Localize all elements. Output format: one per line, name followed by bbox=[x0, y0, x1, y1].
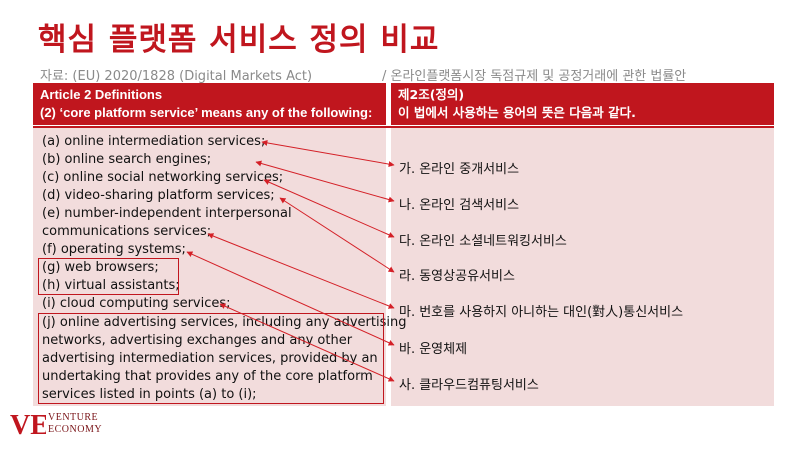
eu-item-b: (b) online search engines; bbox=[42, 152, 212, 167]
eu-item-i: (i) cloud computing services; bbox=[42, 296, 231, 311]
logo-mark: VE bbox=[10, 410, 46, 441]
highlight-box-gh bbox=[38, 258, 179, 295]
logo-line1: VENTURE bbox=[48, 412, 99, 423]
arrow-a-ga bbox=[261, 139, 395, 168]
eu-item-c: (c) online social networking services; bbox=[42, 170, 284, 185]
eu-item-a: (a) online intermediation services; bbox=[42, 134, 266, 149]
eu-item-f: (f) operating systems; bbox=[42, 242, 186, 257]
arrow-f-ba bbox=[186, 251, 395, 346]
source-citation-eu: 자료: (EU) 2020/1828 (Digital Markets Act) bbox=[40, 69, 313, 84]
arrow-e-ma bbox=[207, 233, 395, 309]
header-korea-article: 제2조(정의) 이 법에서 사용하는 용어의 뜻은 다음과 같다. bbox=[391, 83, 774, 125]
korea-item-sa: 사. 클라우드컴퓨팅서비스 bbox=[399, 378, 539, 393]
header-divider bbox=[33, 126, 774, 128]
korea-item-ga: 가. 온라인 중개서비스 bbox=[399, 162, 520, 177]
arrow-b-na bbox=[255, 160, 395, 203]
eu-item-d: (d) video-sharing platform services; bbox=[42, 188, 275, 203]
logo-wordmark: VENTURE ECONOMY bbox=[48, 412, 102, 436]
arrow-i-sa bbox=[219, 303, 395, 382]
arrow-c-da bbox=[263, 179, 395, 238]
venture-economy-logo-icon: VE bbox=[10, 410, 46, 441]
korea-item-ra: 라. 동영상공유서비스 bbox=[399, 269, 515, 284]
eu-item-g: (g) web browsers; bbox=[42, 260, 159, 275]
eu-item-j-cont4: services listed in points (a) to (i); bbox=[42, 387, 257, 402]
logo-line2: ECONOMY bbox=[48, 424, 103, 435]
korea-item-da: 다. 온라인 소셜네트워킹서비스 bbox=[399, 234, 567, 249]
eu-item-e: (e) number-independent interpersonal bbox=[42, 206, 292, 221]
header-korea-line1: 제2조(정의) bbox=[398, 87, 465, 102]
eu-item-e-cont: communications services; bbox=[42, 224, 212, 239]
korea-item-ba: 바. 운영체제 bbox=[399, 342, 468, 357]
arrow-d-ra bbox=[279, 197, 395, 273]
header-korea-line2: 이 법에서 사용하는 용어의 뜻은 다음과 같다. bbox=[398, 105, 636, 120]
page-title: 핵심 플랫폼 서비스 정의 비교 bbox=[38, 22, 440, 58]
header-eu-line2: (2) ‘core platform service’ means any of… bbox=[40, 105, 373, 120]
korea-definitions-panel bbox=[391, 128, 774, 406]
header-eu-line1: Article 2 Definitions bbox=[40, 87, 163, 102]
eu-item-h: (h) virtual assistants; bbox=[42, 278, 180, 293]
source-citation-korea: / 온라인플랫폼시장 독점규제 및 공정거래에 관한 법률안 bbox=[382, 69, 687, 84]
header-eu-article: Article 2 Definitions (2) ‘core platform… bbox=[33, 83, 386, 125]
korea-item-na: 나. 온라인 검색서비스 bbox=[399, 198, 520, 213]
korea-item-ma: 마. 번호를 사용하지 아니하는 대인(對人)통신서비스 bbox=[399, 305, 684, 320]
